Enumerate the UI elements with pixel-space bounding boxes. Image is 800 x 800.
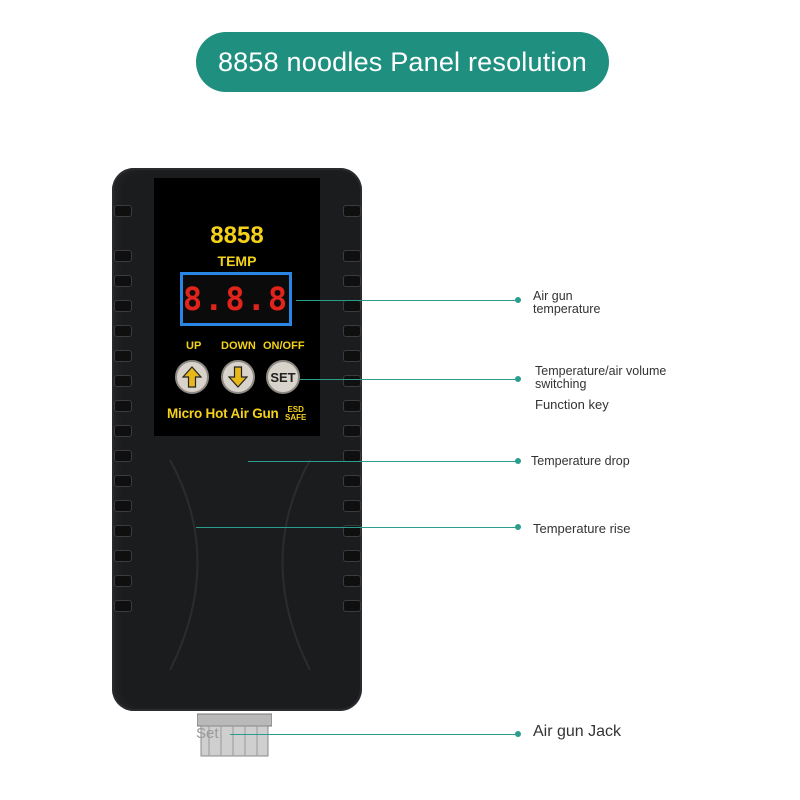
- vent: [114, 375, 132, 387]
- up-label: UP: [186, 340, 202, 352]
- callout-temperature-drop: Temperature drop: [531, 454, 630, 468]
- vent: [114, 550, 132, 562]
- brand-label: 8858: [210, 222, 264, 249]
- arrow-down-icon: [228, 366, 248, 388]
- callout-text: temperature: [533, 302, 601, 316]
- callout-line-temp-rise: [196, 527, 518, 528]
- set-ghost-label: Set: [196, 725, 219, 742]
- callout-text: switching: [535, 377, 587, 391]
- vent: [114, 325, 132, 337]
- callout-function-key: Function key: [535, 397, 609, 412]
- vent: [114, 205, 132, 217]
- vent: [114, 250, 132, 262]
- vent: [114, 400, 132, 412]
- vent: [343, 425, 361, 437]
- down-label: DOWN: [221, 340, 256, 352]
- vent: [343, 375, 361, 387]
- esd-line: ESD: [287, 405, 304, 414]
- vent: [343, 550, 361, 562]
- vent: [343, 300, 361, 312]
- callout-text: Temperature/air volume: [535, 364, 667, 378]
- model-label: Micro Hot Air Gun: [167, 406, 279, 421]
- callout-line-jack: [230, 734, 518, 735]
- vent: [114, 300, 132, 312]
- callout-dot: [515, 731, 521, 737]
- vent: [343, 275, 361, 287]
- vent: [114, 275, 132, 287]
- safe-line: SAFE: [285, 413, 307, 422]
- temperature-display: 8.8.8: [180, 272, 292, 326]
- vent: [343, 205, 361, 217]
- esd-safe-badge: ESD SAFE: [285, 406, 306, 422]
- title-banner: 8858 noodles Panel resolution: [196, 32, 609, 92]
- vent: [114, 475, 132, 487]
- vent: [343, 600, 361, 612]
- arrow-up-icon: [182, 366, 202, 388]
- vent: [343, 350, 361, 362]
- callout-air-gun-jack: Air gun Jack: [533, 723, 622, 740]
- vent: [343, 325, 361, 337]
- vent: [343, 525, 361, 537]
- air-gun-jack-connector: [197, 713, 272, 757]
- callout-text: Air gun: [533, 289, 573, 303]
- vent: [114, 425, 132, 437]
- vent: [343, 575, 361, 587]
- vent: [343, 475, 361, 487]
- set-button[interactable]: SET: [266, 360, 300, 394]
- callout-line-temp-drop: [248, 461, 518, 462]
- callout-air-gun-temperature: Air gun temperature: [533, 290, 600, 316]
- callout-dot: [515, 376, 521, 382]
- vent: [343, 250, 361, 262]
- vent: [114, 525, 132, 537]
- callout-line-switch: [300, 379, 518, 380]
- callout-temperature-rise: Temperature rise: [533, 521, 631, 536]
- body-contour-arcs: [169, 459, 311, 671]
- vent: [114, 500, 132, 512]
- set-button-label: SET: [270, 369, 296, 385]
- vent: [343, 500, 361, 512]
- callout-dot: [515, 524, 521, 530]
- callout-dot: [515, 458, 521, 464]
- vent: [114, 350, 132, 362]
- down-button[interactable]: [221, 360, 255, 394]
- vent: [114, 450, 132, 462]
- callout-line-temperature: [296, 300, 518, 301]
- vent: [343, 400, 361, 412]
- callout-dot: [515, 297, 521, 303]
- vent: [114, 600, 132, 612]
- up-button[interactable]: [175, 360, 209, 394]
- onoff-label: ON/OFF: [263, 340, 305, 352]
- temp-label: TEMP: [217, 253, 257, 269]
- callout-switching: Temperature/air volume switching: [535, 365, 666, 391]
- vent: [114, 575, 132, 587]
